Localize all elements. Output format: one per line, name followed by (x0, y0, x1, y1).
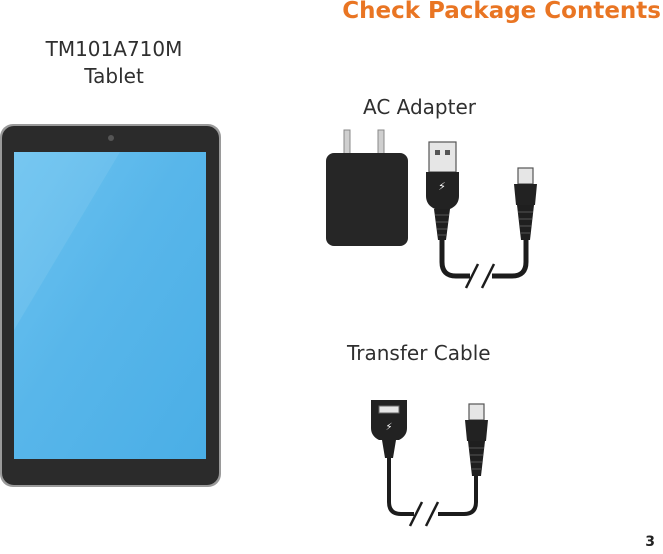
tablet-name: Tablet (84, 64, 144, 88)
tablet-illustration (0, 124, 221, 487)
adapter-body (326, 153, 408, 246)
camera-icon (108, 135, 114, 141)
screen-glare (14, 152, 120, 330)
usb-a-plug (428, 141, 457, 173)
usb-icon: ⚡ (385, 422, 392, 433)
tablet-model: TM101A710M (45, 37, 183, 61)
transfer-cable-illustration: ⚡ (371, 400, 488, 527)
adapter-label: AC Adapter (363, 95, 476, 119)
usb-icon: ⚡ (438, 180, 446, 193)
micro-usb-plug (468, 403, 485, 421)
tablet-caption: TM101A710M Tablet (14, 36, 214, 90)
adapter-usb-cable: ⚡ (426, 141, 537, 289)
page-heading: Check Package Contents (342, 0, 661, 24)
tablet-screen (14, 152, 206, 459)
usb-a-housing (426, 172, 459, 209)
ac-adapter-illustration (326, 129, 408, 246)
page-number: 3 (645, 534, 655, 550)
cable-label: Transfer Cable (347, 341, 491, 365)
micro-usb-plug (517, 167, 534, 185)
